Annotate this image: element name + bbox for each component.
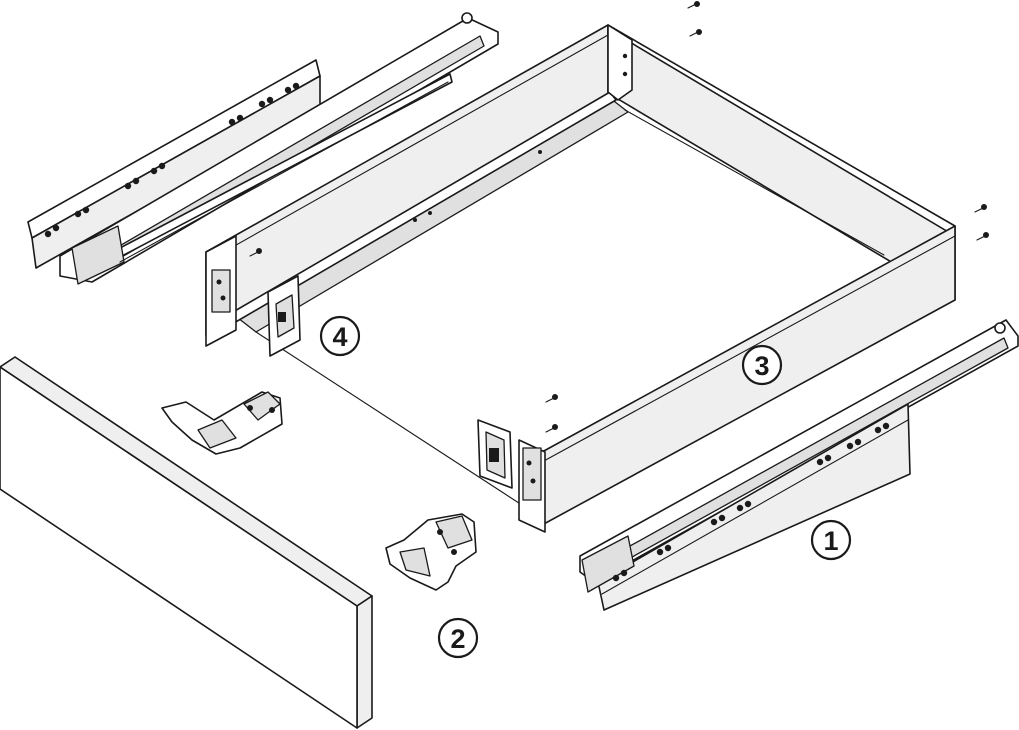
- drawer-box: [205, 24, 956, 533]
- front-bracket-upper: [161, 391, 283, 455]
- part-number-1: 1: [823, 526, 838, 556]
- part-label-1: 1: [810, 519, 852, 561]
- part-number-2: 2: [450, 624, 465, 654]
- runner-right: [579, 319, 1019, 611]
- drawer-front-panel: [0, 356, 373, 729]
- front-clip-right: [477, 419, 513, 489]
- part-number-3: 3: [754, 351, 769, 381]
- part-label-4: 4: [319, 315, 361, 357]
- part-label-2: 2: [437, 617, 479, 659]
- front-bracket-lower: [385, 513, 477, 591]
- screws: [249, 1, 989, 433]
- part-label-3: 3: [741, 344, 783, 386]
- part-number-4: 4: [332, 322, 347, 352]
- front-clip-left: [267, 275, 301, 357]
- runner-left: [27, 12, 499, 285]
